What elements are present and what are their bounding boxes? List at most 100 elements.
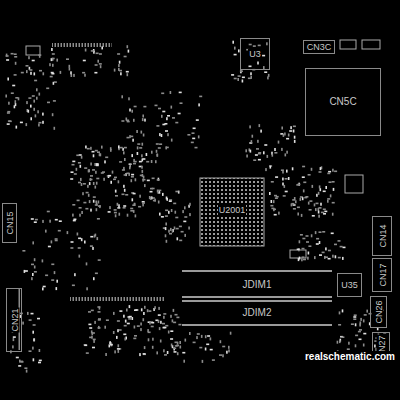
reference-designator: CN3C	[306, 42, 333, 52]
smd-part	[100, 65, 102, 68]
smd-part	[136, 130, 138, 133]
smd-part	[170, 228, 172, 231]
component-outline: CN17	[372, 258, 392, 292]
smd-part	[56, 280, 58, 283]
smd-part	[32, 95, 35, 97]
smd-part	[95, 64, 98, 66]
smd-part	[89, 327, 92, 329]
smd-part	[71, 241, 74, 243]
smd-part	[133, 163, 136, 165]
smd-part	[54, 127, 56, 130]
smd-part	[319, 185, 321, 188]
smd-part	[125, 337, 127, 340]
smd-part	[106, 319, 109, 321]
smd-part	[46, 88, 49, 90]
smd-part	[323, 191, 326, 193]
smd-part	[34, 80, 37, 82]
smd-part	[249, 44, 252, 46]
smd-part	[76, 168, 78, 171]
smd-part	[97, 151, 100, 153]
smd-part	[285, 191, 288, 193]
smd-part	[132, 139, 134, 142]
smd-part	[195, 147, 198, 149]
smd-part	[231, 74, 234, 76]
smd-part	[126, 173, 129, 175]
smd-part	[353, 316, 356, 318]
smd-part	[30, 105, 32, 108]
smd-part	[15, 97, 18, 99]
smd-part	[88, 194, 90, 197]
smd-part	[324, 211, 327, 213]
smd-part	[148, 310, 151, 312]
smd-part	[165, 234, 167, 237]
smd-part	[320, 203, 322, 206]
smd-part	[163, 349, 165, 352]
smd-part	[274, 214, 277, 216]
smd-part	[49, 63, 51, 66]
smd-part	[150, 197, 152, 200]
smd-part	[172, 230, 174, 233]
smd-part	[99, 63, 102, 65]
smd-part	[222, 354, 224, 357]
reference-designator: JDIM2	[242, 308, 273, 318]
smd-part	[123, 205, 126, 207]
smd-part	[55, 238, 58, 240]
smd-part	[327, 173, 330, 175]
smd-part	[26, 65, 29, 67]
smd-part	[173, 203, 176, 205]
smd-part	[166, 147, 169, 149]
smd-part	[119, 329, 122, 331]
smd-part	[142, 118, 144, 121]
smd-part	[105, 353, 107, 356]
smd-part	[176, 317, 179, 319]
smd-part	[140, 328, 142, 331]
smd-part	[34, 266, 36, 269]
smd-part	[72, 161, 75, 163]
smd-part	[36, 97, 38, 100]
smd-part	[21, 72, 24, 74]
smd-part	[91, 50, 94, 52]
smd-part	[132, 317, 134, 320]
smd-part	[96, 53, 99, 55]
smd-part	[134, 326, 136, 329]
smd-part	[294, 136, 296, 139]
smd-part	[157, 179, 160, 181]
smd-part	[176, 228, 179, 230]
smd-part	[165, 215, 168, 217]
smd-part	[87, 148, 90, 150]
smd-part	[283, 195, 286, 197]
smd-part	[39, 93, 41, 96]
smd-part	[42, 259, 44, 262]
smd-part	[103, 178, 105, 181]
smd-part	[96, 163, 99, 165]
smd-part	[219, 354, 222, 356]
smd-part	[52, 113, 54, 116]
smd-part	[148, 338, 150, 341]
smd-part	[334, 171, 337, 173]
smd-part	[189, 332, 191, 335]
smd-part	[120, 72, 122, 75]
smd-part	[110, 147, 112, 150]
smd-part	[114, 69, 116, 72]
smd-part	[48, 246, 51, 248]
smd-part	[139, 353, 141, 356]
smd-part	[299, 240, 301, 243]
smd-part	[363, 319, 365, 322]
smd-part	[79, 255, 81, 258]
smd-part	[90, 175, 93, 177]
smd-part	[285, 178, 288, 180]
smd-part	[31, 264, 34, 266]
smd-part	[86, 352, 89, 354]
smd-part	[337, 341, 339, 344]
smd-part	[340, 246, 343, 248]
smd-part	[290, 126, 292, 129]
smd-part	[93, 200, 95, 203]
smd-part	[281, 169, 284, 171]
smd-part	[80, 165, 82, 168]
smd-part	[303, 189, 305, 192]
smd-part	[77, 233, 79, 236]
smd-part	[37, 318, 40, 320]
smd-part	[359, 339, 362, 341]
